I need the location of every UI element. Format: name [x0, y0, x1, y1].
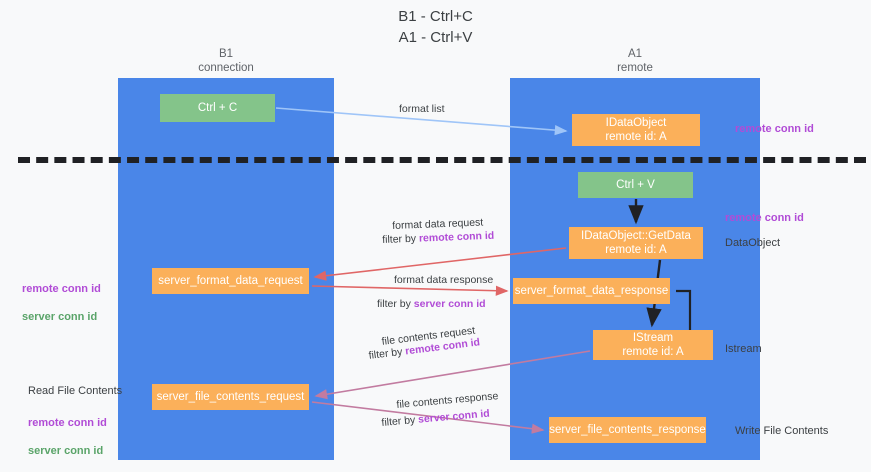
annotation-left-server-conn-id-bottom: server conn id	[28, 445, 104, 457]
node-ctrl-v[interactable]: Ctrl + V	[578, 172, 693, 198]
node-server-format-data-response[interactable]: server_format_data_response	[513, 278, 670, 304]
filter-key: server conn id	[417, 407, 491, 426]
annotation-remote-conn-id-top: remote conn id	[735, 123, 814, 135]
annotation-left-conn-ids-bottom: remote conn id server conn id	[28, 402, 107, 472]
annotation-write-file-contents: Write File Contents	[735, 425, 829, 437]
node-server-file-contents-response[interactable]: server_file_contents_response	[549, 417, 706, 443]
annotation-dataobject: DataObject	[725, 237, 781, 249]
node-istream[interactable]: IStream remote id: A	[593, 330, 713, 360]
annotation-left-conn-ids: remote conn id server conn id	[22, 268, 101, 338]
edge-label-format-list: format list	[399, 103, 445, 115]
annotation-left-server-conn-id: server conn id	[22, 311, 98, 323]
annotation-left-remote-conn-id-bottom: remote conn id	[28, 417, 107, 429]
lane-header-a1: A1 remote	[617, 48, 653, 74]
lane-header-b1: B1 connection	[198, 48, 254, 74]
node-ctrl-c[interactable]: Ctrl + C	[160, 94, 275, 122]
node-idataobject-getdata[interactable]: IDataObject::GetData remote id: A	[569, 227, 703, 259]
page-title: B1 - Ctrl+C A1 - Ctrl+V	[398, 8, 473, 46]
filter-prefix: filter by	[368, 345, 406, 362]
node-idataobject[interactable]: IDataObject remote id: A	[572, 114, 700, 146]
annotation-read-file-contents: Read File Contents	[28, 385, 123, 397]
annotation-remote-conn-id-mid: remote conn id	[725, 212, 804, 224]
section-divider	[18, 157, 866, 163]
annotation-istream: Istream	[725, 343, 762, 355]
node-server-format-data-request[interactable]: server_format_data_request	[152, 268, 309, 294]
filter-prefix: filter by	[382, 232, 420, 246]
filter-key: server conn id	[413, 298, 486, 310]
edge-label-format-data-response: format data response	[394, 274, 494, 286]
annotation-left-remote-conn-id: remote conn id	[22, 283, 101, 295]
filter-prefix: filter by	[381, 413, 419, 429]
node-server-file-contents-request[interactable]: server_file_contents_request	[152, 384, 309, 410]
filter-prefix: filter by	[377, 298, 414, 310]
edge-label-format-data-response-filter: filter by server conn id	[377, 298, 486, 311]
filter-key: remote conn id	[418, 229, 495, 245]
